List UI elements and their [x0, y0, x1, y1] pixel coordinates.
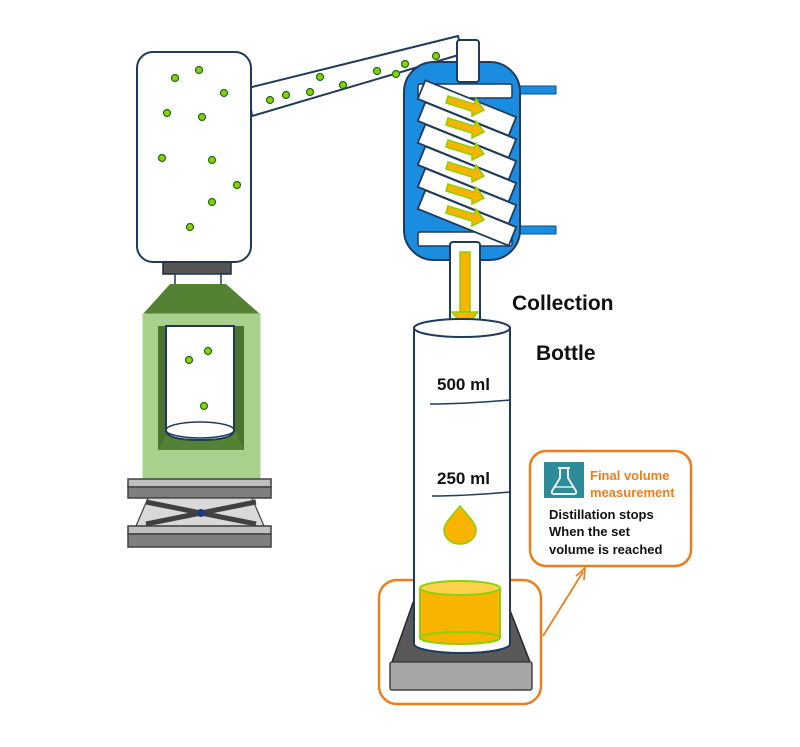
- volume-mark-500: 500 ml: [437, 375, 490, 394]
- volume-mark-250: 250 ml: [437, 469, 490, 488]
- callout-body-line1: Distillation stops: [549, 507, 654, 522]
- droplet-icon: [443, 504, 477, 545]
- lab-jack: [127, 478, 272, 548]
- callout-title-line2: measurement: [590, 485, 675, 500]
- callout-body-line2: When the set: [549, 524, 631, 539]
- collection-bottle: [413, 318, 511, 654]
- collection-label-line1: Collection: [512, 292, 614, 315]
- condenser: [403, 39, 557, 330]
- vapor-particles: [157, 51, 441, 411]
- flask-icon: [544, 462, 584, 498]
- callout-box: Final volume measurement Distillation st…: [528, 449, 693, 568]
- boiling-flask: [136, 51, 252, 301]
- callout-body-line3: volume is reached: [549, 542, 662, 557]
- collection-label-line2: Bottle: [536, 342, 596, 365]
- callout-title-line1: Final volume: [590, 468, 669, 483]
- heating-mantle: [142, 284, 261, 481]
- callout-arrow: [542, 565, 587, 637]
